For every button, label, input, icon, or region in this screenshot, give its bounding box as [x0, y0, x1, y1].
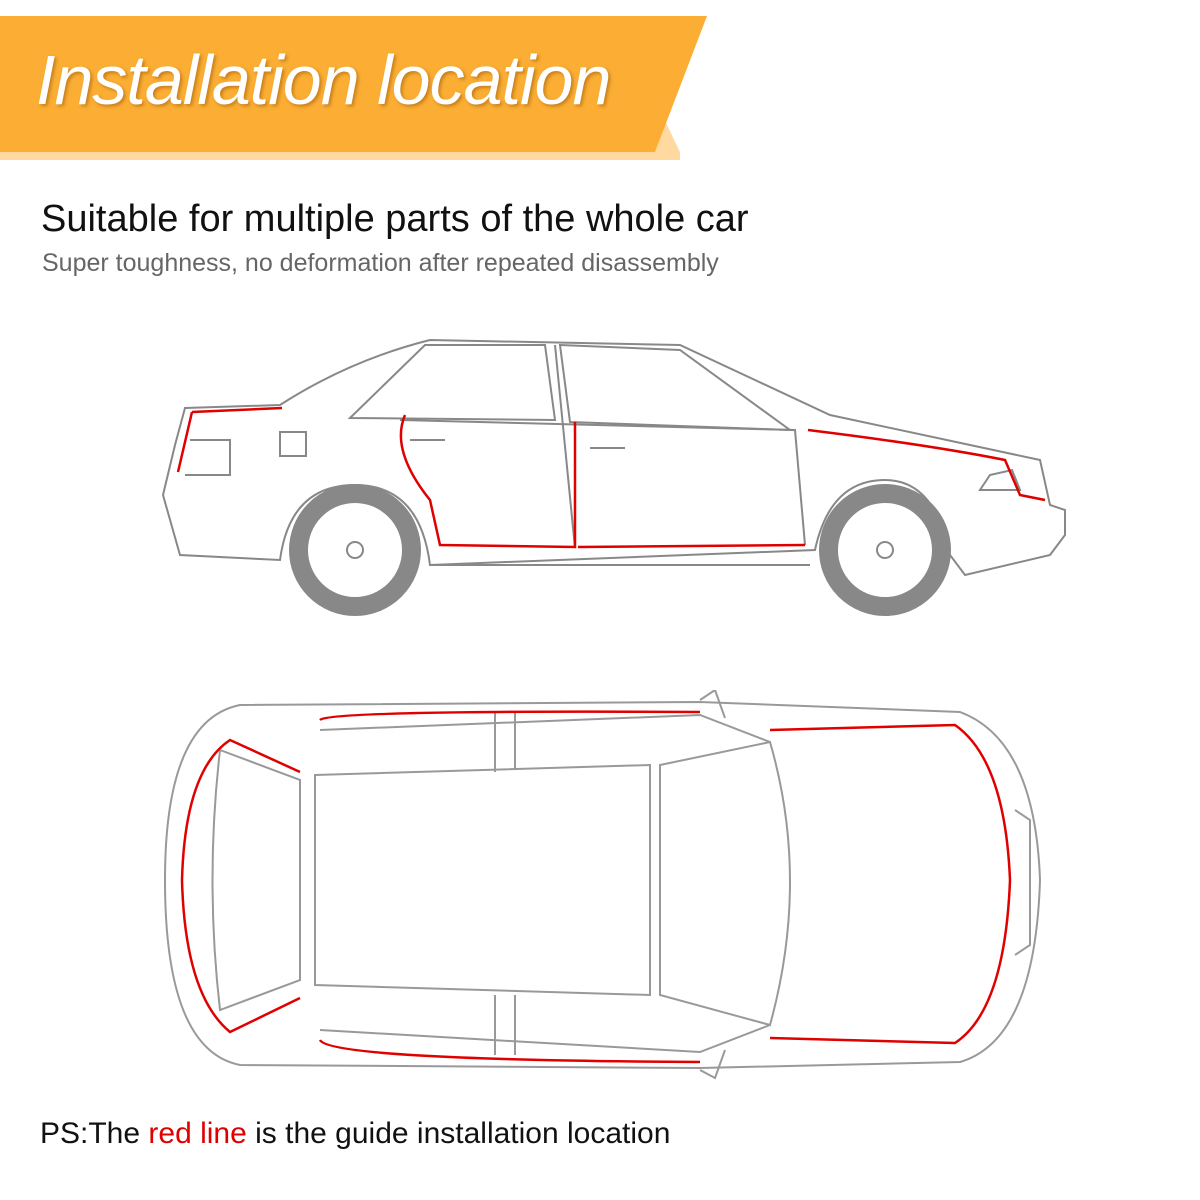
note-highlight: red line — [148, 1117, 247, 1150]
headline: Suitable for multiple parts of the whole… — [41, 198, 749, 240]
installation-note: PS:The red line is the guide installatio… — [40, 1117, 670, 1151]
car-top-view-diagram — [163, 690, 1042, 1080]
note-prefix: PS:The — [40, 1117, 149, 1150]
title-banner — [0, 16, 707, 160]
banner-title: Installation location — [36, 41, 611, 119]
subheadline: Super toughness, no deformation after re… — [42, 249, 719, 277]
note-suffix: is the guide installation location — [246, 1117, 671, 1150]
car-side-view-diagram — [161, 338, 1066, 616]
